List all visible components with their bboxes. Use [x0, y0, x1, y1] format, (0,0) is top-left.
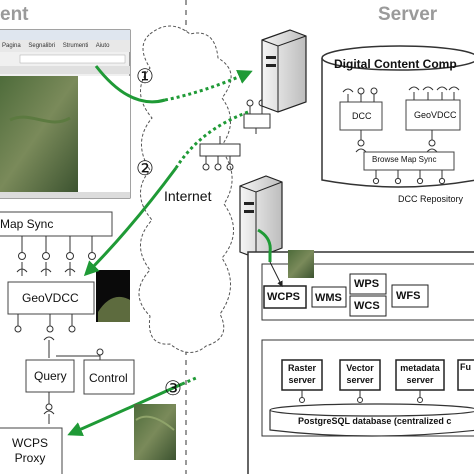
menu-item[interactable]: Pagina	[2, 43, 21, 49]
map-thumbnail-right	[288, 250, 314, 278]
step-1-marker: ①	[136, 64, 154, 89]
service-wfs-label: WFS	[396, 290, 420, 302]
menu-item[interactable]: Aiuto	[96, 43, 110, 49]
map-sync-sockets	[19, 236, 96, 260]
fu-label: Fu	[460, 362, 471, 372]
wcps-proxy-label: WCPS Proxy	[2, 436, 58, 466]
server-geovdcc-label: GeoVDCC	[414, 110, 457, 120]
dcc-repository-label: DCC Repository	[398, 194, 463, 204]
client-header: ent	[0, 4, 29, 26]
query-label: Query	[34, 369, 67, 383]
step-2-marker: ②	[136, 156, 154, 181]
postgres-label: PostgreSQL database (centralized c	[298, 416, 451, 426]
client-geovdcc-label: GeoVDCC	[22, 291, 79, 305]
map-sync-label: Map Sync	[0, 217, 53, 231]
browse-map-sync-label: Browse Map Sync	[372, 155, 436, 164]
service-wcps-label: WCPS	[267, 291, 300, 303]
server-dcc-label: DCC	[352, 111, 372, 121]
browser-menu: Pagina Segnalibri Strumenti Aiuto	[2, 43, 109, 49]
internet-label: Internet	[164, 188, 211, 204]
control-label: Control	[89, 371, 128, 385]
terrain-view	[0, 76, 78, 192]
browser-window	[0, 30, 130, 198]
server-icon-top	[262, 30, 306, 112]
menu-item[interactable]: Strumenti	[63, 43, 89, 49]
server-icon-bottom	[240, 176, 282, 258]
service-wps-label: WPS	[354, 278, 379, 290]
server-header: Server	[378, 4, 437, 26]
dcc-title: Digital Content Comp	[334, 57, 457, 71]
service-wms-label: WMS	[315, 292, 342, 304]
map-thumbnail-bottom	[134, 404, 176, 460]
step-3-marker: ③	[164, 376, 182, 401]
menu-item[interactable]: Segnalibri	[28, 43, 55, 49]
service-wcs-label: WCS	[354, 300, 380, 312]
